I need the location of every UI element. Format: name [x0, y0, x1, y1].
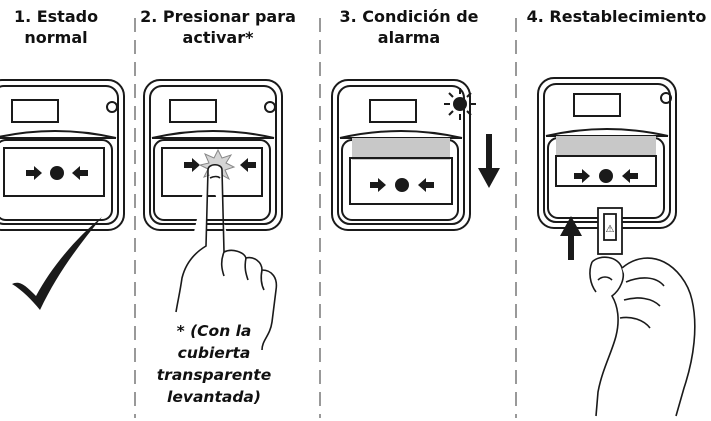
step-2-title: 2. Presionar para activar* [140, 7, 296, 47]
arrow-up-icon [560, 216, 582, 260]
hand-pressing-icon [175, 163, 278, 351]
step-4-title: 4. Restablecimiento [526, 7, 707, 26]
arrows-icon [26, 166, 88, 180]
arrow-down-icon [478, 134, 500, 188]
reset-key-warning-icon: ⚠ [606, 224, 615, 235]
checkmark-icon [12, 217, 102, 310]
device-normal [0, 79, 125, 231]
device-reset [537, 77, 677, 229]
step-1-title: 1. Estado normal [13, 7, 99, 47]
hand-holding-key-icon [589, 256, 696, 417]
device-alarm [331, 79, 471, 231]
reset-key-icon [597, 207, 623, 255]
arrows-icon [370, 178, 434, 192]
step-3-title: 3. Condición de alarma [339, 7, 479, 47]
arrows-icon [574, 169, 638, 183]
alarm-led-icon [444, 88, 476, 120]
note-cover-raised: * (Con la cubierta transparente levantad… [156, 322, 272, 406]
device-press [143, 79, 283, 231]
separator-lines [134, 18, 517, 418]
